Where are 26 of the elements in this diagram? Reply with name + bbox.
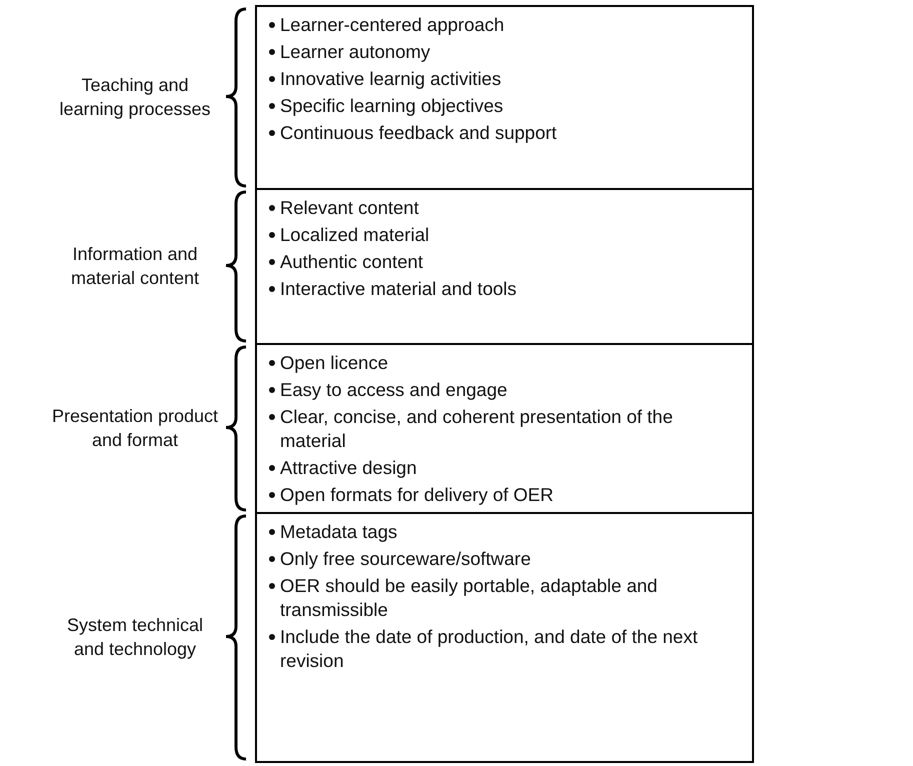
bullet-text: Open licence	[280, 351, 388, 375]
item-list-box	[255, 512, 754, 763]
bullet-text: Clear, concise, and coherent presentation of the material	[280, 405, 674, 453]
bullet-text: Innovative learnig activities	[280, 67, 502, 91]
bullet-text: Authentic content	[280, 250, 423, 274]
bullet-text: Relevant content	[280, 196, 419, 220]
bullet-text: Only free sourceware/software	[280, 547, 531, 571]
bullet-text: Interactive material and tools	[280, 277, 517, 301]
category-label: Teaching and learning processes	[58, 74, 212, 120]
item-list-box	[255, 5, 754, 190]
bullet-text: Include the date of production, and date of the next revision	[280, 625, 699, 673]
bullet-text: Learner-centered approach	[280, 13, 504, 37]
category-label: System technical and technology	[66, 614, 204, 660]
bullet-text: Open formats for delivery of OER	[280, 483, 554, 507]
category-label: Information and material content	[70, 242, 200, 290]
bullet-text: Attractive design	[280, 456, 417, 480]
category-label: Presentation product and format	[50, 404, 220, 452]
bullet-text: Easy to access and engage	[280, 378, 508, 402]
bullet-text: Specific learning objectives	[280, 94, 504, 118]
item-list-box	[255, 188, 754, 345]
bullet-text: Localized material	[280, 223, 430, 247]
bullet-text: Metadata tags	[280, 520, 398, 544]
bullet-text: Continuous feedback and support	[280, 121, 557, 145]
item-list-box	[255, 343, 754, 514]
bullet-text: OER should be easily portable, adaptable and transmissible	[280, 574, 658, 622]
bullet-text: Learner autonomy	[280, 40, 430, 64]
